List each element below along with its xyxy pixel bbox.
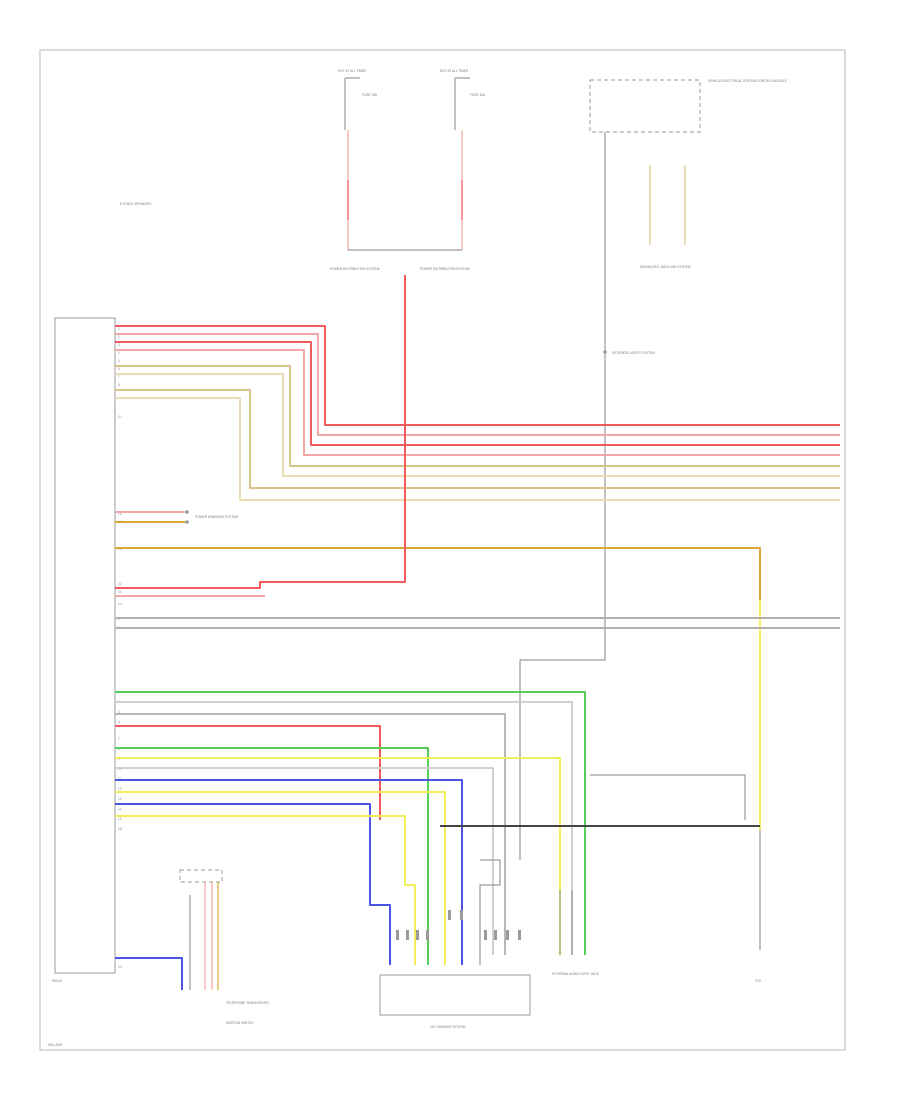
orange-feed-wire [115, 547, 761, 830]
svg-text:X1: X1 [118, 415, 122, 419]
svg-text:6: 6 [118, 367, 120, 371]
feed-b-label: HOT AT ALL TIMES [440, 69, 468, 73]
speaker-wire-bundle [115, 325, 840, 501]
svg-text:X8: X8 [118, 827, 122, 831]
radio-unit-label: RADIO [52, 979, 63, 983]
telephone-connector: TELEPHONE TRANSCEIVER IGNITION SWITCH [115, 869, 270, 1025]
power-windows-connector: POWER WINDOWS SYSTEM [115, 510, 238, 524]
telephone-label: TELEPHONE TRANSCEIVER [226, 1001, 270, 1005]
svg-text:12: 12 [118, 787, 122, 791]
svg-text:23: 23 [118, 590, 122, 594]
radio-unit [54, 317, 116, 974]
ignition-label: IGNITION SWITCH [226, 1021, 254, 1025]
exterior-lights-label: EXTERIOR LIGHTS SYSTEM [612, 351, 655, 355]
feed-b-dest: POWER DISTRIBUTION SYSTEM [420, 267, 470, 271]
external-input-jack: EXTERNAL AUDIO INPUT JACK [552, 890, 600, 976]
svg-text:13: 13 [118, 797, 122, 801]
cd-changer-wires [115, 691, 760, 965]
left-note: 6 TRACK SPEAKERS [120, 202, 151, 206]
svg-text:X9: X9 [118, 965, 122, 969]
ground-label: G70 [755, 979, 761, 983]
svg-text:2: 2 [118, 335, 120, 339]
top-right-module-label: VEHICLE ELECTRICAL SYSTEM CONTROL MODULE [708, 79, 787, 83]
svg-text:4: 4 [118, 720, 120, 724]
cd-changer-pins [396, 910, 521, 940]
top-power-feeds: HOT AT ALL TIMES HOT AT ALL TIMES FUSE 1… [330, 69, 486, 271]
svg-text:5: 5 [118, 359, 120, 363]
gray-bus-wires [115, 617, 840, 629]
feed-a-dest: POWER DISTRIBUTION SYSTEM [330, 267, 380, 271]
svg-text:7: 7 [118, 375, 120, 379]
feed-a-label: HOT AT ALL TIMES [338, 69, 366, 73]
svg-text:15: 15 [118, 817, 122, 821]
svg-text:7: 7 [118, 737, 120, 741]
feed-a-fuse: FUSE 15A [362, 93, 378, 97]
svg-text:14: 14 [118, 807, 122, 811]
top-right-module [589, 79, 701, 133]
top-right-connector-label: DIAGNOSTIC DATA LINK SYSTEM [640, 265, 691, 269]
cd-changer-box [379, 974, 531, 1016]
feed-b-fuse: FUSE 15A [470, 93, 486, 97]
svg-text:15: 15 [118, 512, 122, 516]
footer-code: WD-LN09 [48, 1043, 62, 1047]
svg-text:22: 22 [118, 582, 122, 586]
external-input-label: EXTERNAL AUDIO INPUT JACK [552, 972, 600, 976]
red-feed-wire [115, 275, 406, 589]
diagram-frame [39, 49, 846, 1051]
cd-changer-label: CD CHANGER SYSTEM [430, 1025, 466, 1029]
svg-text:3: 3 [118, 343, 120, 347]
svg-text:X4: X4 [118, 602, 122, 606]
power-windows-label: POWER WINDOWS SYSTEM [195, 515, 238, 519]
svg-text:8: 8 [118, 383, 120, 387]
svg-text:3: 3 [118, 710, 120, 714]
svg-text:1: 1 [118, 327, 120, 331]
svg-text:4: 4 [118, 351, 120, 355]
